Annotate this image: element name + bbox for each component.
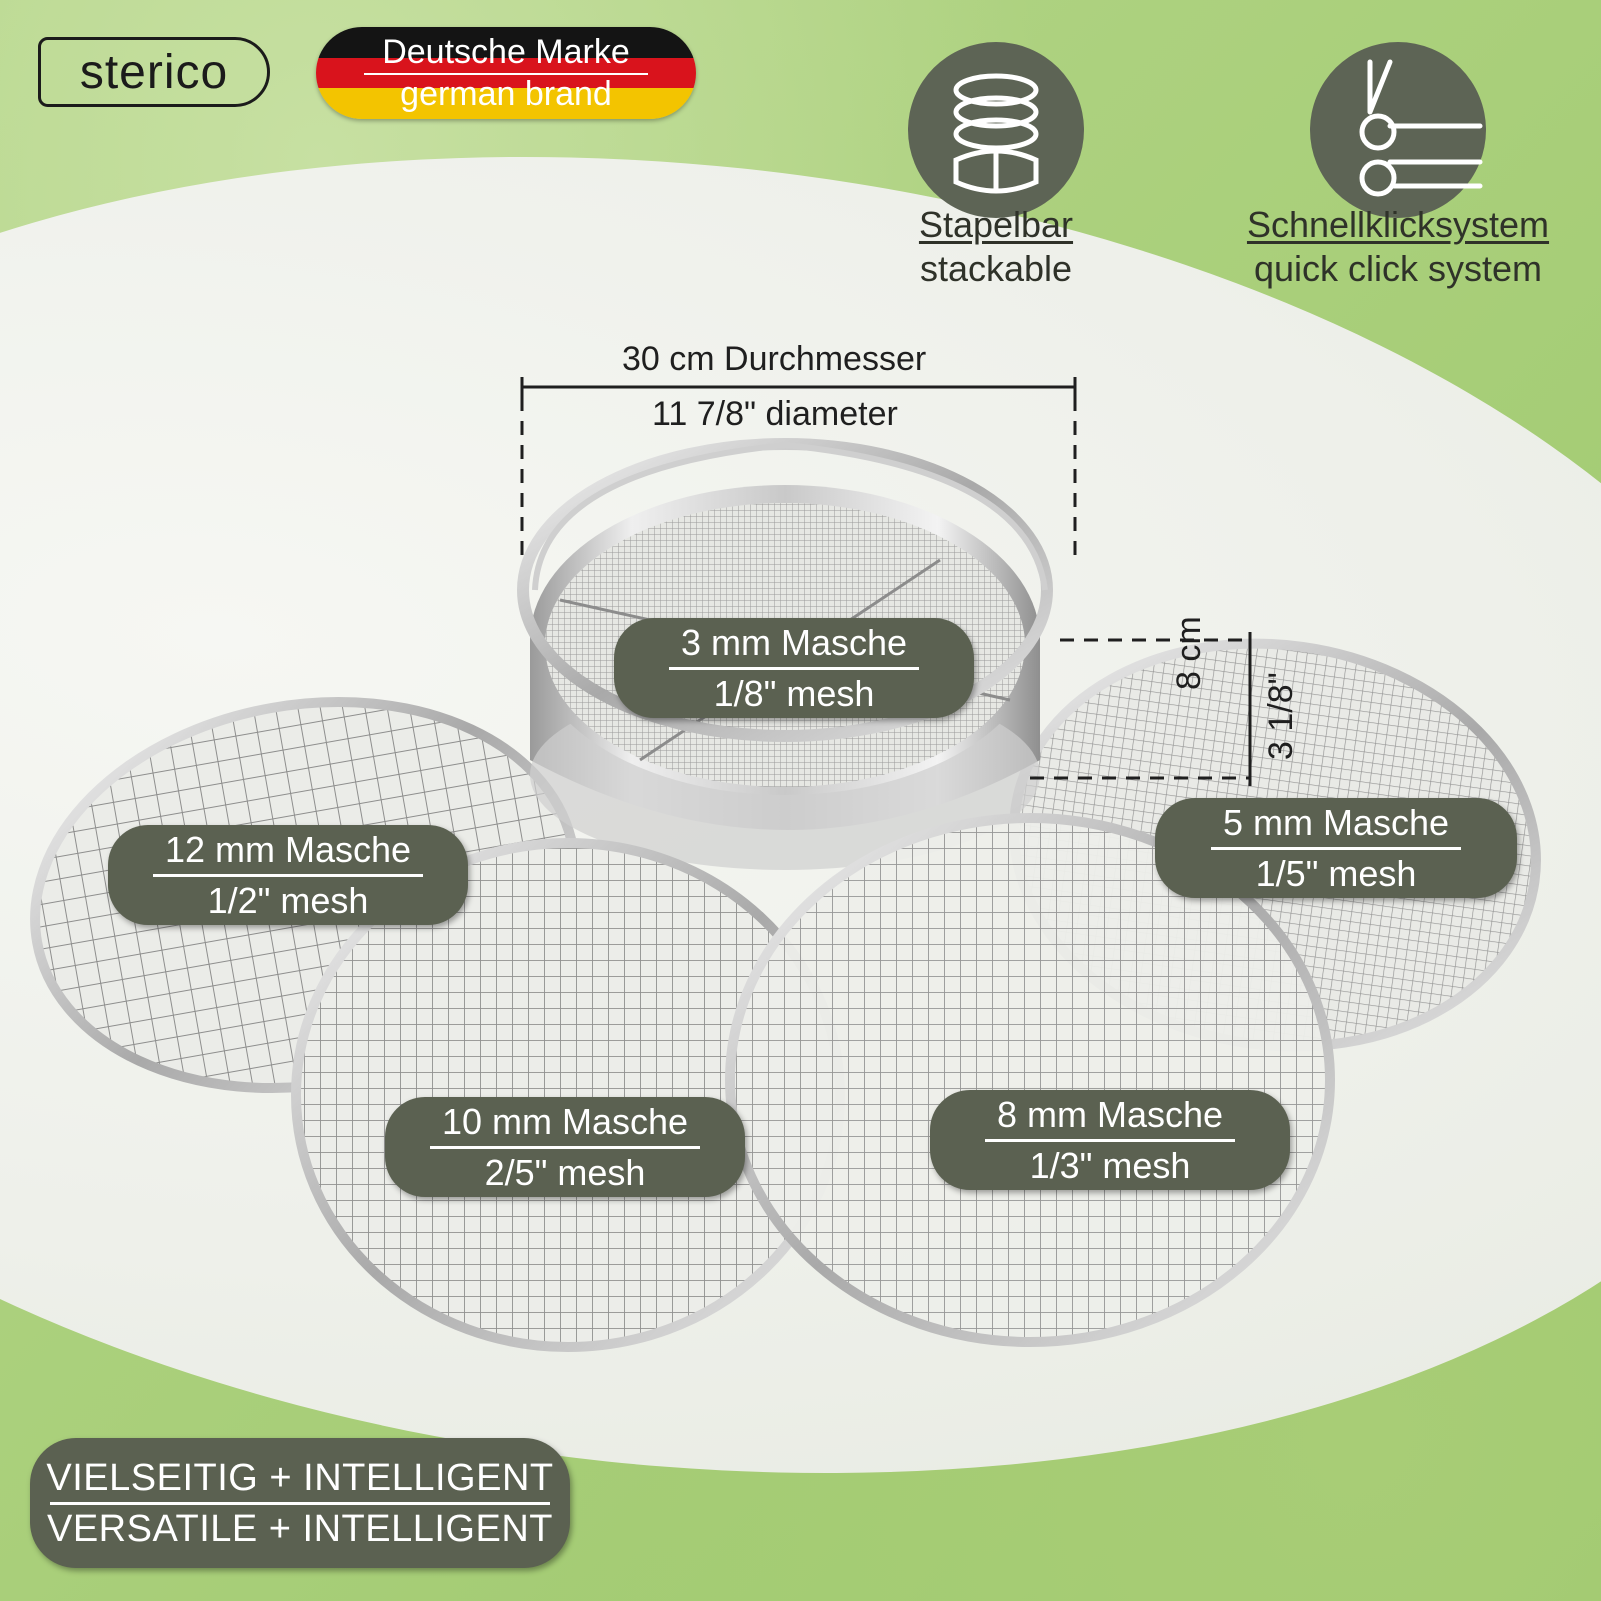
feature-stackable-en: stackable <box>919 248 1073 289</box>
height-label-in: 3 1/8" <box>1262 672 1300 760</box>
diameter-label-en: 11 7/8" diameter <box>652 395 898 433</box>
diameter-label-de: 30 cm Durchmesser <box>622 340 927 378</box>
feature-quick-click: Schnellklicksystem quick click system <box>1228 203 1568 291</box>
click-connector-icon <box>1310 42 1486 218</box>
badge-line-de: Deutsche Marke <box>382 33 630 71</box>
height-label-cm: 8 cm <box>1170 616 1208 690</box>
stacked-sieves-icon <box>908 42 1084 218</box>
mesh-disc-8mm <box>725 813 1335 1347</box>
feature-stackable: Stapelbar stackable <box>868 203 1124 291</box>
tagline-badge: VIELSEITIG + INTELLIGENT VERSATILE + INT… <box>30 1438 570 1568</box>
tagline-en: VERSATILE + INTELLIGENT <box>46 1507 553 1550</box>
diameter-dimension-lines <box>520 377 1077 565</box>
german-brand-badge: Deutsche Marke german brand <box>316 27 696 119</box>
logo-text: sterico <box>79 45 229 99</box>
mesh-label-3mm: 3 mm Masche 1/8" mesh <box>614 618 974 718</box>
feature-stackable-de: Stapelbar <box>918 204 1074 245</box>
mesh-label-8mm: 8 mm Masche 1/3" mesh <box>930 1090 1290 1190</box>
tagline-de: VIELSEITIG + INTELLIGENT <box>46 1456 554 1499</box>
sterico-logo: sterico <box>38 37 270 107</box>
feature-quick-click-en: quick click system <box>1253 248 1543 289</box>
badge-line-en: german brand <box>400 75 612 113</box>
mesh-label-5mm: 5 mm Masche 1/5" mesh <box>1155 798 1517 898</box>
mesh-label-12mm: 12 mm Masche 1/2" mesh <box>108 825 468 925</box>
height-dimension-lines <box>1030 632 1252 786</box>
mesh-label-10mm: 10 mm Masche 2/5" mesh <box>385 1097 745 1197</box>
feature-quick-click-de: Schnellklicksystem <box>1246 204 1550 245</box>
